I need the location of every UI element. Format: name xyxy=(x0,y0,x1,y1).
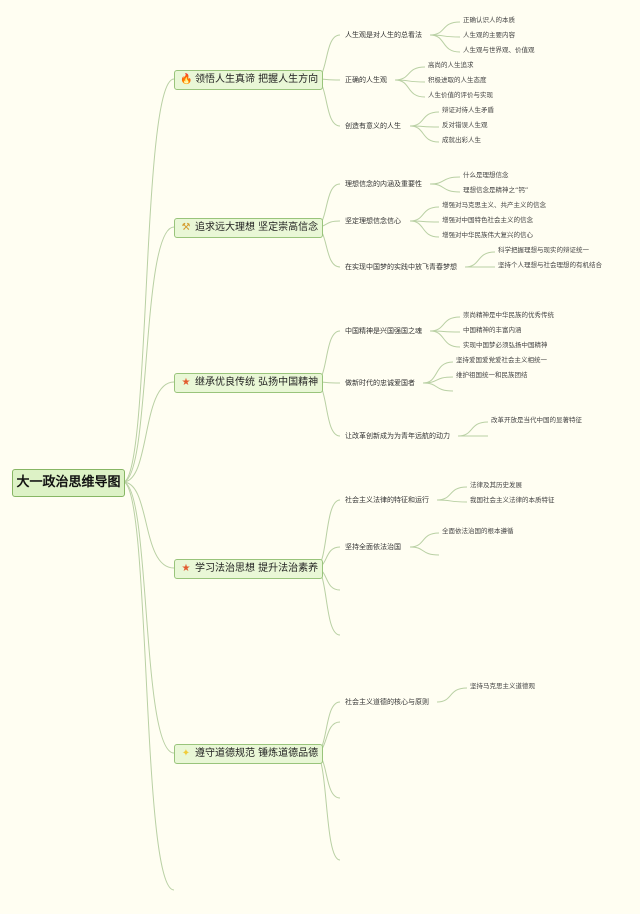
hammer-icon: ⚒ xyxy=(181,222,191,233)
leaf-topic[interactable]: 实现中国梦必须弘扬中国精神 xyxy=(463,341,548,349)
leaf-topic[interactable]: 改革开放是当代中国的显著特征 xyxy=(491,416,582,424)
connector-line xyxy=(429,330,461,348)
subtopic[interactable]: 社会主义法律的特征和运行 xyxy=(345,496,429,504)
connector-line xyxy=(409,220,440,238)
leaf-topic[interactable]: 正确认识人的本质 xyxy=(463,16,515,24)
connector-line xyxy=(314,752,341,861)
subtopic[interactable]: 让改革创新成为为青年远航的动力 xyxy=(345,432,450,440)
leaf-topic[interactable]: 中国精神的丰富内涵 xyxy=(463,326,522,334)
connector-line xyxy=(429,21,461,36)
connector-line xyxy=(122,78,175,483)
leaf-topic[interactable]: 增强对马克思主义、共产主义的信念 xyxy=(442,201,546,209)
leaf-topic[interactable]: 坚持马克思主义道德观 xyxy=(470,682,535,690)
leaf-topic[interactable]: 坚持爱国爱党爱社会主义相统一 xyxy=(456,356,547,364)
subtopic[interactable]: 做新时代的忠诚爱国者 xyxy=(345,379,415,387)
leaf-topic[interactable]: 人生观的主要内容 xyxy=(463,31,515,39)
leaf-topic[interactable]: 我国社会主义法律的本质特征 xyxy=(470,496,555,504)
connector-line xyxy=(122,226,175,483)
connector-line xyxy=(422,382,454,392)
connector-line xyxy=(122,481,175,891)
leaf-topic[interactable]: 增强对中华民族伟大复兴的信心 xyxy=(442,231,533,239)
star-icon: ★ xyxy=(181,377,191,388)
topic-rule-of-law[interactable]: ★学习法治思想 提升法治素养 xyxy=(174,559,324,579)
subtopic[interactable]: 理想信念的内涵及重要性 xyxy=(345,180,422,188)
connector-line xyxy=(436,499,468,503)
subtopic[interactable]: 创造有意义的人生 xyxy=(345,122,401,130)
topic-morality[interactable]: ✦遵守道德规范 锤炼道德品德 xyxy=(174,744,324,764)
connector-line xyxy=(464,251,496,268)
subtopic[interactable]: 坚持全面依法治国 xyxy=(345,543,401,551)
leaf-topic[interactable]: 增强对中国特色社会主义的信念 xyxy=(442,216,533,224)
connector-line xyxy=(394,66,426,81)
subtopic[interactable]: 社会主义道德的核心与原则 xyxy=(345,698,429,706)
connector-line xyxy=(122,481,175,754)
fire-icon: 🔥 xyxy=(180,74,193,85)
leaf-topic[interactable]: 崇尚精神是中华民族的优秀传统 xyxy=(463,311,554,319)
connector-line xyxy=(409,111,440,127)
leaf-topic[interactable]: 科学把握理想与现实的辩证统一 xyxy=(498,246,589,254)
sparkle-icon: ✦ xyxy=(181,748,191,759)
connector-line xyxy=(409,532,440,548)
connector-line xyxy=(436,687,468,703)
leaf-topic[interactable]: 维护祖国统一和民族团结 xyxy=(456,371,528,379)
leaf-topic[interactable]: 人生价值的评价与实现 xyxy=(428,91,493,99)
leaf-topic[interactable]: 什么是理想信念 xyxy=(463,171,509,179)
connector-line xyxy=(409,206,440,222)
leaf-topic[interactable]: 积极进取的人生态度 xyxy=(428,76,487,84)
subtopic[interactable]: 中国精神是兴国强国之魂 xyxy=(345,327,422,335)
subtopic[interactable]: 正确的人生观 xyxy=(345,76,387,84)
star-icon: ★ xyxy=(181,563,191,574)
connector-line xyxy=(429,34,461,53)
connector-line xyxy=(409,125,440,143)
leaf-topic[interactable]: 理想信念是精神之“钙” xyxy=(463,186,529,194)
subtopic[interactable]: 在实现中国梦的实践中放飞青春梦想 xyxy=(345,263,457,271)
topic-ideals[interactable]: ⚒追求远大理想 坚定崇高信念 xyxy=(174,218,324,238)
connector-line xyxy=(409,546,440,556)
connector-line xyxy=(429,183,461,193)
leaf-topic[interactable]: 成就出彩人生 xyxy=(442,136,481,144)
leaf-topic[interactable]: 辩证对待人生矛盾 xyxy=(442,106,494,114)
connector-line xyxy=(436,486,468,501)
connector-line xyxy=(122,481,175,569)
topic-chinese-spirit[interactable]: ★继承优良传统 弘扬中国精神 xyxy=(174,373,324,393)
root-topic[interactable]: 大一政治思维导图 xyxy=(12,469,125,497)
leaf-topic[interactable]: 全面依法治国的根本遵循 xyxy=(442,527,514,535)
subtopic[interactable]: 人生观是对人生的总看法 xyxy=(345,31,422,39)
leaf-topic[interactable]: 人生观与世界观、价值观 xyxy=(463,46,535,54)
connector-line xyxy=(314,499,341,569)
connector-line xyxy=(429,316,461,332)
connector-line xyxy=(122,381,175,483)
connector-line xyxy=(429,176,461,185)
leaf-topic[interactable]: 高尚的人生追求 xyxy=(428,61,474,69)
connector-line xyxy=(457,421,489,437)
leaf-topic[interactable]: 反对错误人生观 xyxy=(442,121,488,129)
topic-life-view[interactable]: 🔥领悟人生真谛 把握人生方向 xyxy=(174,70,324,90)
leaf-topic[interactable]: 坚持个人理想与社会理想的有机结合 xyxy=(498,261,602,269)
leaf-topic[interactable]: 法律及其历史发展 xyxy=(470,481,522,489)
connector-line xyxy=(394,79,426,98)
subtopic[interactable]: 坚定理想信念信心 xyxy=(345,217,401,225)
